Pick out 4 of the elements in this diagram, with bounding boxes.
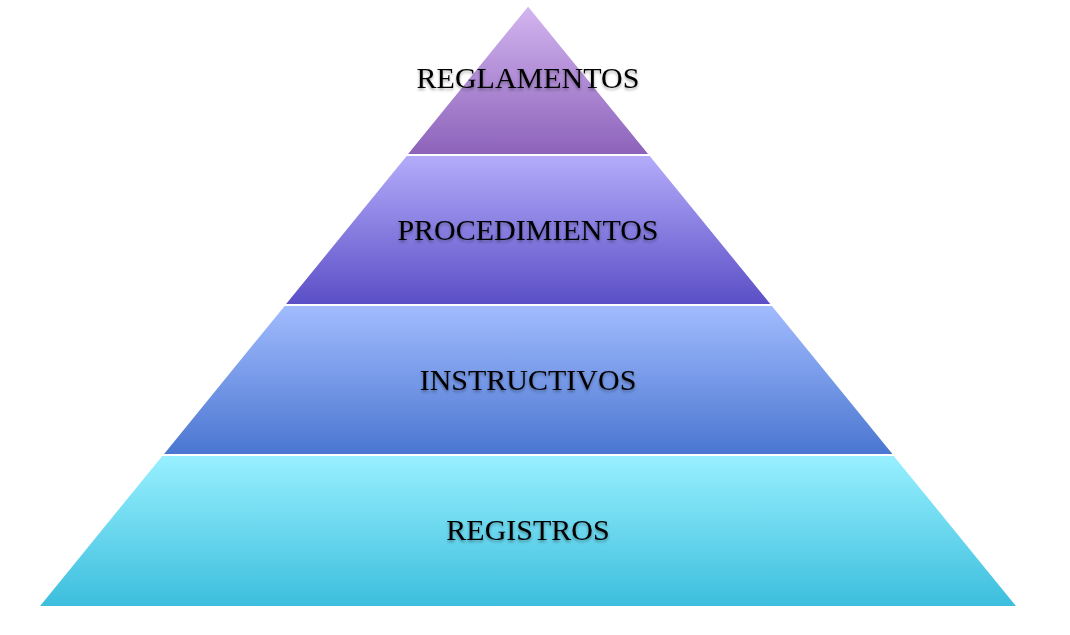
tier-label: INSTRUCTIVOS — [419, 363, 637, 397]
tier-label: PROCEDIMIENTOS — [397, 213, 659, 247]
tier-label: REGLAMENTOS — [416, 61, 640, 95]
tier-label: REGISTROS — [446, 513, 610, 547]
